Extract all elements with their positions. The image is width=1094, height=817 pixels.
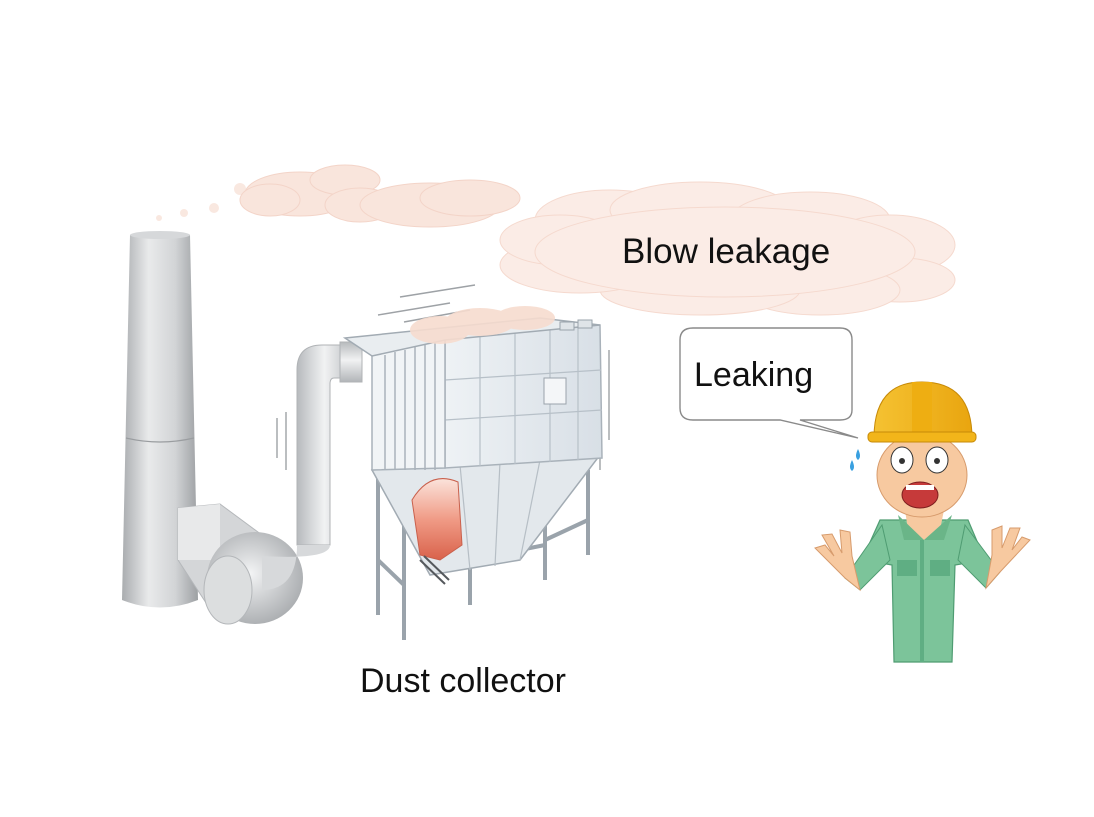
sweat-drop-1 (856, 449, 860, 460)
dust-collector (342, 306, 603, 640)
dust-collector-label: Dust collector (360, 662, 566, 700)
screw-conveyor (419, 555, 450, 585)
smoke-puffs (156, 183, 246, 221)
leaking-smoke (410, 306, 555, 344)
speech-bubble (679, 327, 859, 439)
blow-leakage-label: Blow leakage (622, 232, 831, 271)
vibration-lines (276, 284, 610, 470)
leaking-label: Leaking (694, 356, 814, 394)
smoke-cloud-blow-leakage (499, 181, 956, 316)
smoke-cloud-small (239, 164, 521, 228)
fan-blower (177, 503, 303, 625)
worker (814, 381, 1031, 663)
duct-pipe (262, 341, 363, 590)
sweat-drop-2 (850, 460, 854, 471)
